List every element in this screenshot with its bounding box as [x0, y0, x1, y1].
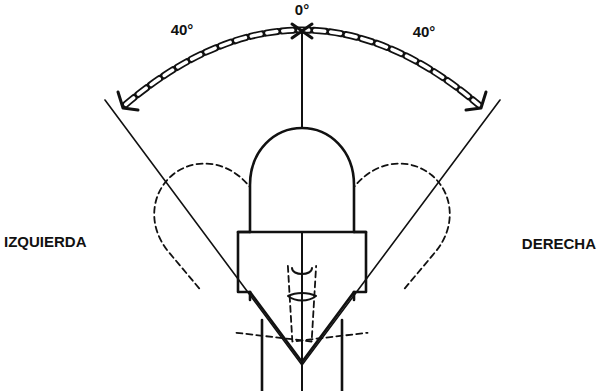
side-label: IZQUIERDA — [4, 234, 87, 251]
side-label: DERECHA — [522, 236, 596, 253]
rotation-arc — [125, 30, 479, 105]
angle-label: 40° — [171, 22, 194, 39]
right-arrowhead — [466, 92, 486, 110]
rotation-arc-inner — [125, 30, 479, 105]
zero-mark — [292, 24, 312, 38]
angle-label: 40° — [413, 24, 436, 41]
front-head — [238, 128, 366, 391]
left-arrowhead — [118, 92, 138, 110]
angle-label: 0° — [295, 2, 309, 19]
